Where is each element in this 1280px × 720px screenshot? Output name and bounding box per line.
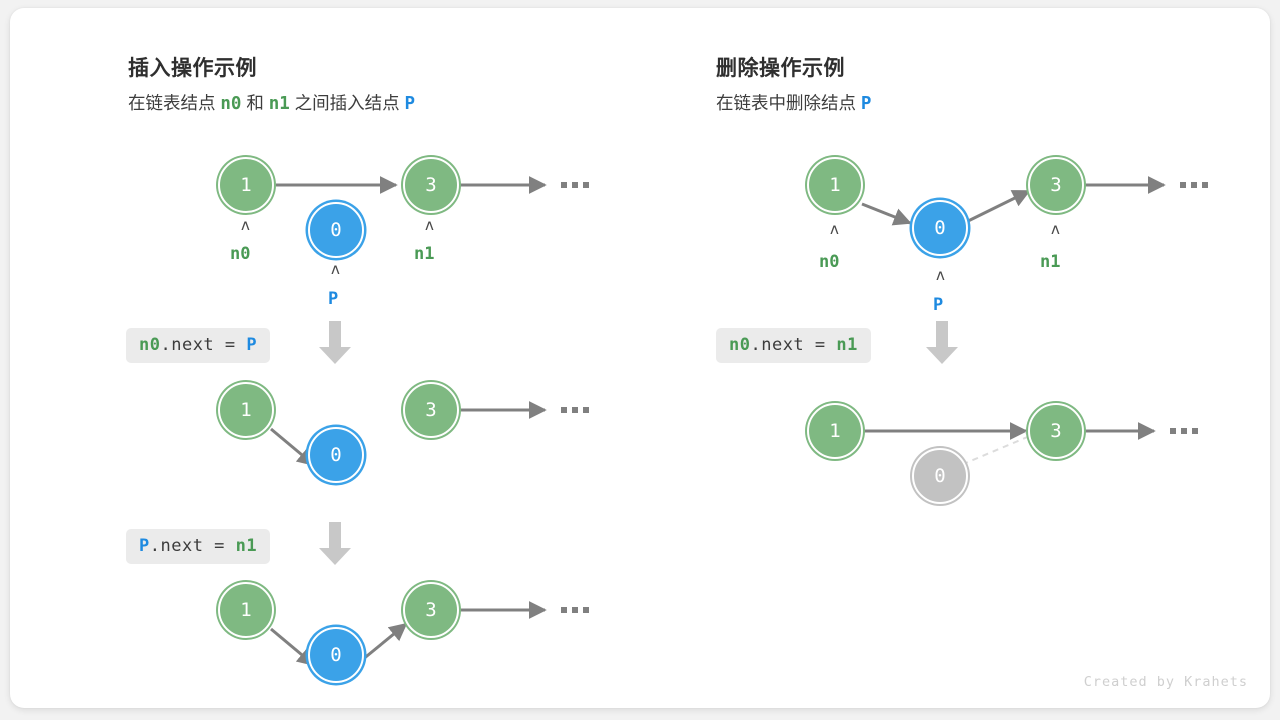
caret-p: ʌ <box>936 266 945 284</box>
subtitle-var-p: P <box>860 94 872 114</box>
node-p-step3: 0 <box>308 627 364 683</box>
subtitle-text-2: 和 <box>246 93 264 113</box>
node-n1: 3 <box>1028 157 1084 213</box>
insert-panel-subtitle: 在链表结点 n0 和 n1 之间插入结点 P <box>128 90 415 115</box>
insert-step2-code: P.next = n1 <box>126 529 271 564</box>
subtitle-var-n1: n1 <box>268 94 290 114</box>
node-n1-step3: 3 <box>403 582 459 638</box>
node-p: 0 <box>912 200 968 256</box>
insert-step1-code: n0.next = P <box>126 328 271 363</box>
code-mid: .next = <box>149 536 236 556</box>
node-n0-step2: 1 <box>218 382 274 438</box>
ellipsis-dots-step2 <box>561 407 589 413</box>
node-n0-step2: 1 <box>807 403 863 459</box>
code-mid: .next = <box>160 335 247 355</box>
caret-n0: ʌ <box>830 220 839 238</box>
label-n1: n1 <box>414 244 435 264</box>
credit-text: Created by Krahets <box>1083 674 1248 690</box>
label-n0: n0 <box>230 244 251 264</box>
ellipsis-dots-step3 <box>561 607 589 613</box>
node-n1-step2: 3 <box>403 382 459 438</box>
code-var-b: n1 <box>235 536 258 556</box>
code-var-a: P <box>139 536 150 556</box>
label-p: P <box>328 289 339 309</box>
code-var-a: n0 <box>139 335 161 355</box>
code-var-b: P <box>246 335 258 355</box>
down-arrow-icon <box>319 321 351 364</box>
delete-panel-title: 删除操作示例 <box>716 57 845 80</box>
delete-panel-subtitle: 在链表中删除结点 P <box>716 90 871 115</box>
code-mid: .next = <box>750 335 837 355</box>
node-n1: 3 <box>403 157 459 213</box>
diagram-card: 插入操作示例 在链表结点 n0 和 n1 之间插入结点 P <box>10 8 1270 708</box>
code-var-a: n0 <box>729 335 751 355</box>
label-n1: n1 <box>1040 252 1061 272</box>
node-n0-step3: 1 <box>218 582 274 638</box>
insert-panel: 插入操作示例 在链表结点 n0 和 n1 之间插入结点 P <box>10 8 640 708</box>
ellipsis-dots <box>561 182 589 188</box>
node-n0: 1 <box>807 157 863 213</box>
node-n0: 1 <box>218 157 274 213</box>
delete-step1-code: n0.next = n1 <box>716 328 871 363</box>
delete-edges <box>861 176 1166 474</box>
insert-edges <box>270 176 547 667</box>
ellipsis-dots-step2 <box>1170 428 1198 434</box>
node-p-step2: 0 <box>308 427 364 483</box>
subtitle-text-1: 在链表中删除结点 <box>716 93 856 113</box>
caret-n1: ʌ <box>425 216 434 234</box>
caret-n0: ʌ <box>241 216 250 234</box>
caret-n1: ʌ <box>1051 220 1060 238</box>
subtitle-text-1: 在链表结点 <box>128 93 216 113</box>
node-p-removed: 0 <box>912 448 968 504</box>
insert-panel-title: 插入操作示例 <box>128 57 257 80</box>
subtitle-var-p: P <box>404 94 416 114</box>
node-n1-step2: 3 <box>1028 403 1084 459</box>
down-arrow-icon <box>319 522 351 565</box>
down-arrow-icon <box>926 321 958 364</box>
code-var-b: n1 <box>836 335 858 355</box>
ellipsis-dots <box>1180 182 1208 188</box>
node-p: 0 <box>308 202 364 258</box>
subtitle-text-3: 之间插入结点 <box>294 93 400 113</box>
delete-panel: 删除操作示例 在链表中删除结点 P 1 ʌ <box>640 8 1270 708</box>
caret-p: ʌ <box>331 260 340 278</box>
subtitle-var-n0: n0 <box>220 94 242 114</box>
label-n0: n0 <box>819 252 840 272</box>
label-p: P <box>933 295 944 315</box>
